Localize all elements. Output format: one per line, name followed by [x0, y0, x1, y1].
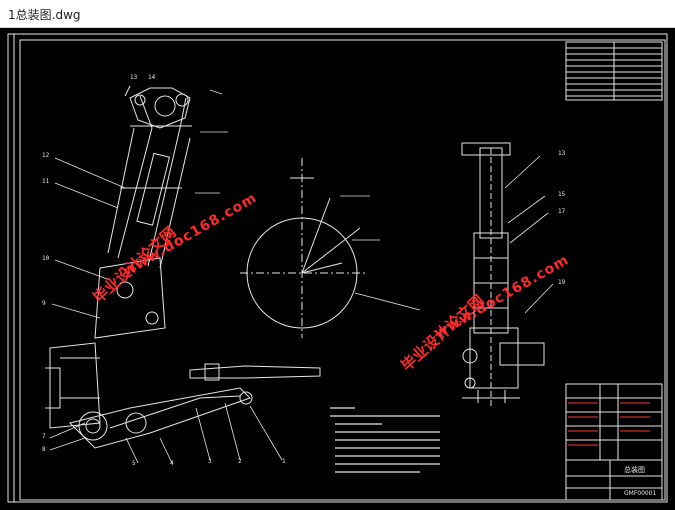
technical-notes [330, 407, 440, 473]
side-view-assembly [461, 142, 545, 408]
callout-3: 3 [208, 458, 212, 465]
drawing-canvas[interactable]: 13 14 12 11 10 9 7 8 5 4 3 2 1 13 15 17 … [0, 28, 675, 510]
callout-13-right: 13 [558, 150, 566, 157]
section-circle-view [240, 158, 365, 338]
callout-5: 5 [132, 460, 136, 467]
callout-12: 12 [42, 152, 50, 159]
callout-17: 17 [558, 208, 566, 215]
callout-9: 9 [42, 300, 46, 307]
callout-11: 11 [42, 178, 50, 185]
window-titlebar: 1总装图.dwg [0, 0, 675, 28]
leader-lines [49, 89, 554, 464]
title-block-label: 总装图 [624, 466, 645, 474]
callout-1: 1 [282, 458, 286, 465]
cad-drawing [7, 33, 668, 503]
callout-8: 8 [42, 446, 46, 453]
outer-border [7, 33, 668, 503]
title-block-red-lines [568, 402, 650, 446]
callout-7: 7 [42, 433, 46, 440]
lift-arm-assembly [45, 87, 321, 449]
pulley-head [124, 85, 189, 117]
callout-19: 19 [558, 279, 566, 286]
callout-4: 4 [170, 460, 174, 467]
title-block [565, 383, 663, 501]
document-title: 1总装图.dwg [8, 8, 81, 22]
callout-14: 14 [148, 74, 156, 81]
inner-border [19, 39, 666, 501]
callout-15: 15 [558, 191, 566, 198]
drawing-number: GMF00001 [624, 490, 657, 497]
parameters-table [565, 41, 663, 101]
callout-10: 10 [42, 255, 50, 262]
callout-2: 2 [238, 458, 242, 465]
callout-13: 13 [130, 74, 138, 81]
